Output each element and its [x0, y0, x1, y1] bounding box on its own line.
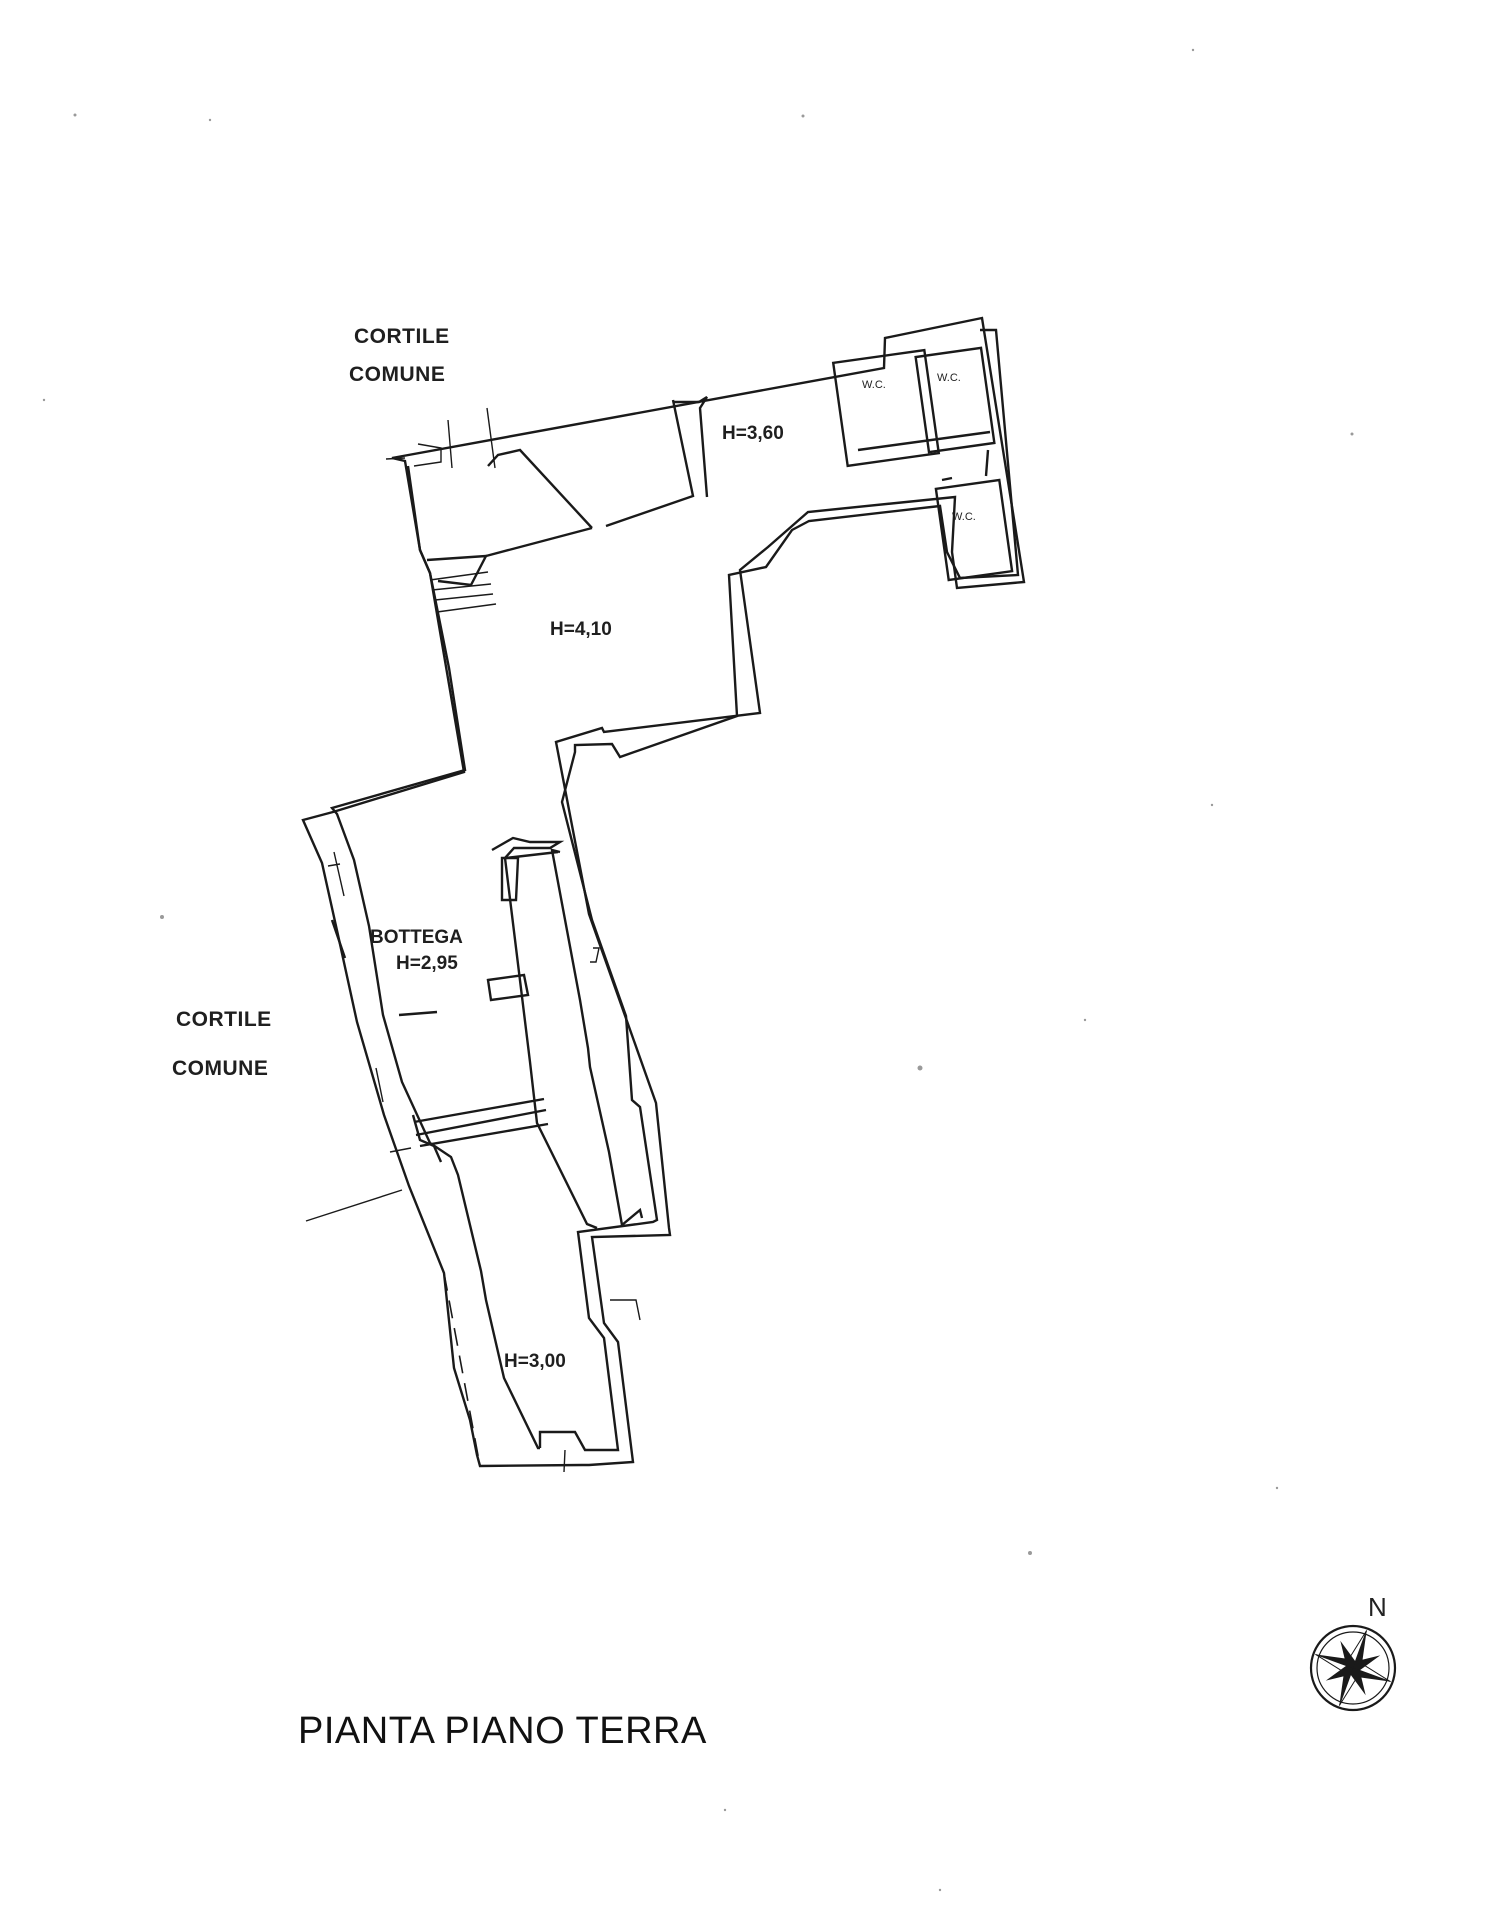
cortile-left-label-1: CORTILE: [176, 1008, 272, 1031]
wc-label-1: W.C.: [862, 379, 886, 391]
cortile-left-label-2: COMUNE: [172, 1057, 268, 1080]
cortile-top-label-2: COMUNE: [349, 363, 445, 386]
cortile-top-label-1: CORTILE: [354, 325, 450, 348]
inner-wall: [329, 328, 1020, 1452]
room-label-top: H=3,60: [722, 423, 784, 444]
room-label-main: H=4,10: [550, 619, 612, 640]
compass-rose-icon: [1309, 1624, 1397, 1712]
walls: [301, 316, 1026, 1473]
room-label-bottom: H=3,00: [504, 1351, 566, 1372]
room-label-bottega-height: H=2,95: [396, 953, 458, 974]
background-specks: [42, 48, 1354, 1892]
plan-title: PIANTA PIANO TERRA: [298, 1710, 707, 1752]
north-label: N: [1368, 1592, 1387, 1622]
outer-wall: [301, 316, 1026, 1468]
wc-label-2: W.C.: [937, 372, 961, 384]
wc-label-3: W.C.: [952, 511, 976, 523]
room-label-bottega: BOTTEGA: [370, 927, 463, 948]
